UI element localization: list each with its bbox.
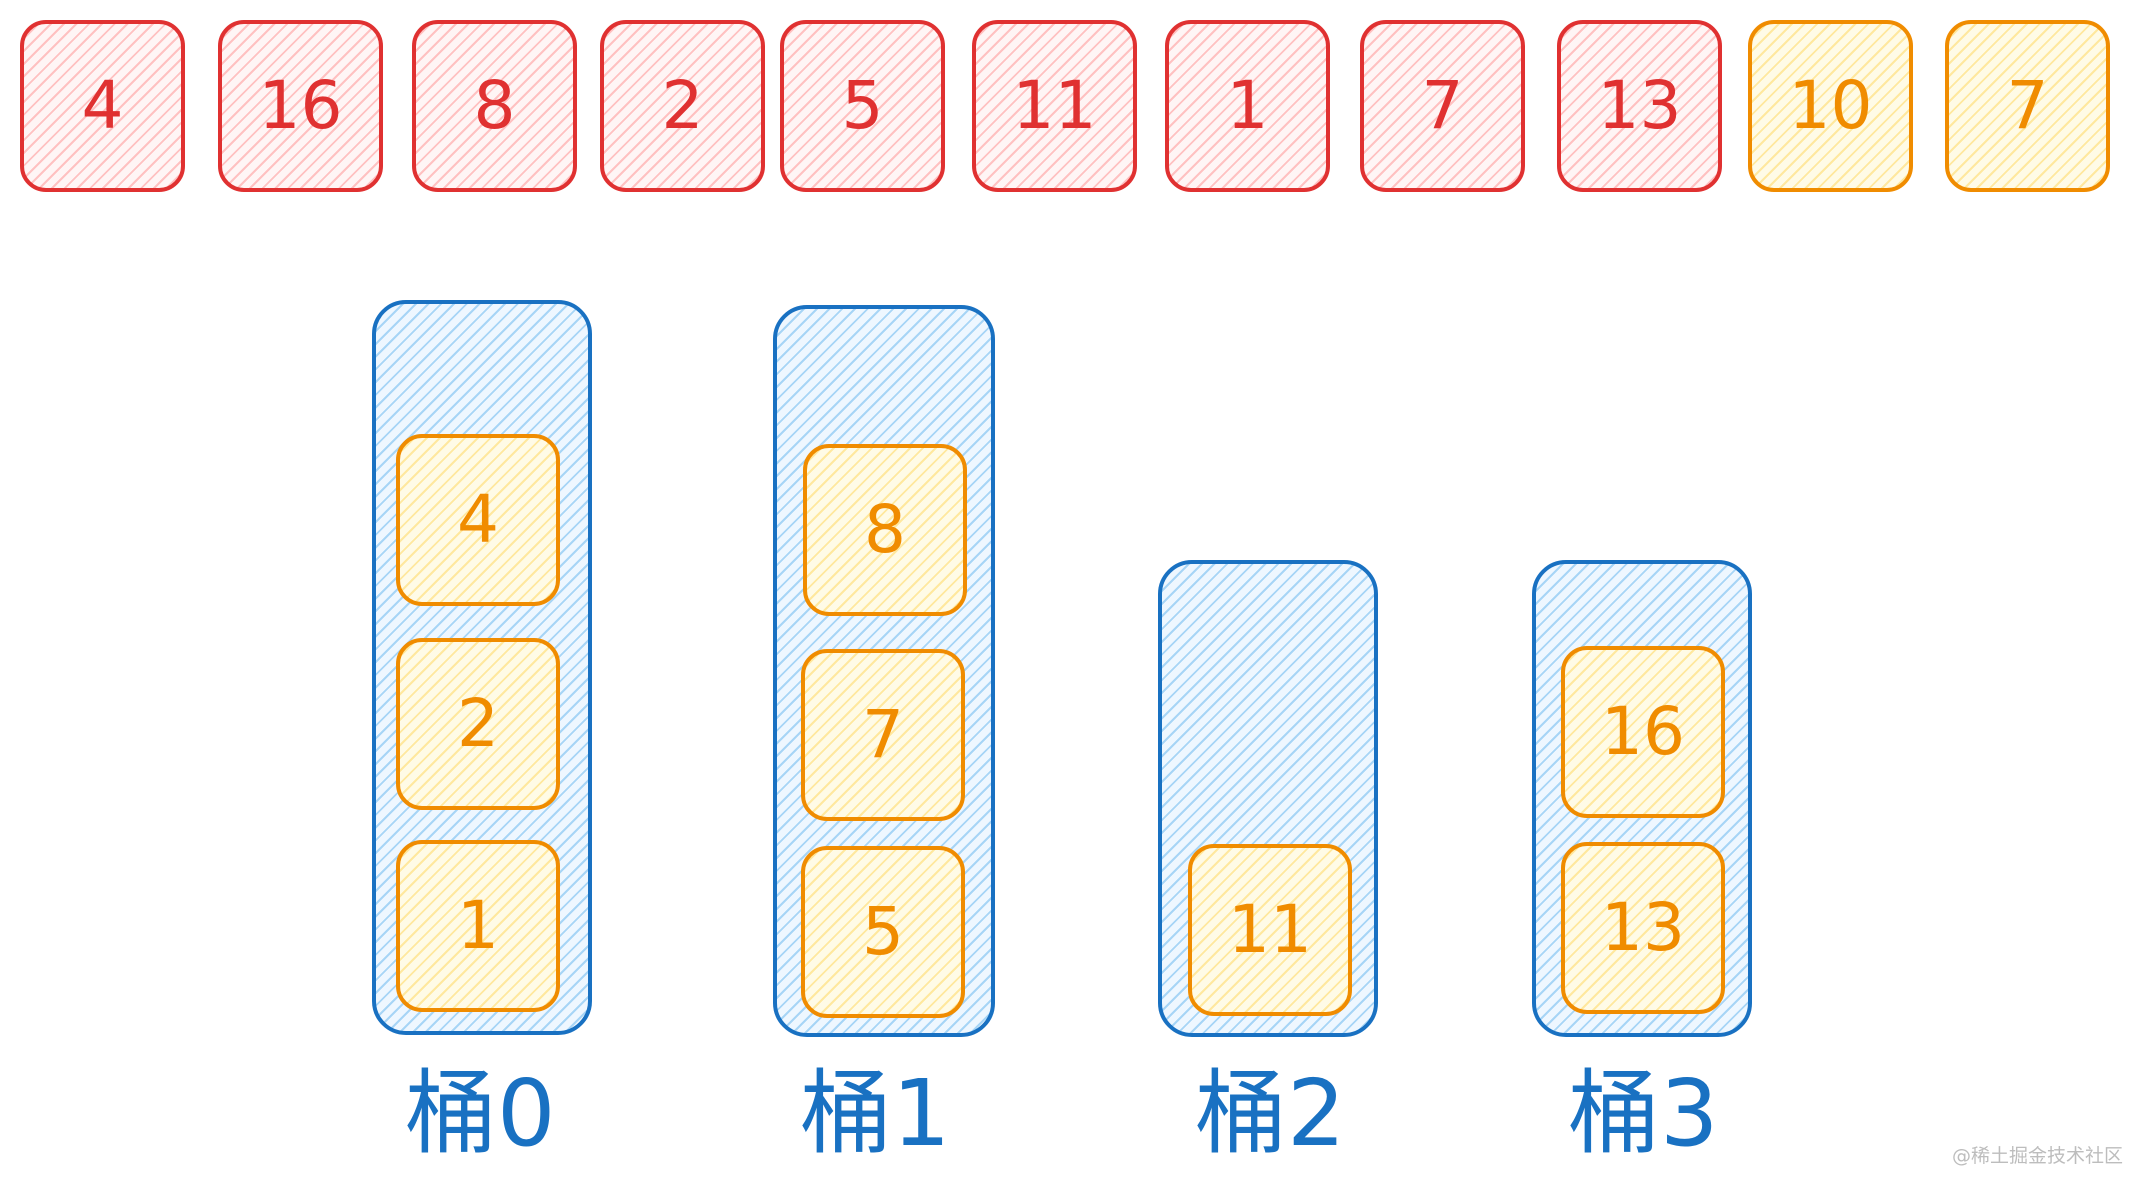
array-item-value: 8 — [473, 67, 516, 144]
bucket-item-value: 7 — [862, 696, 904, 773]
bucket-1: 8 7 5 — [773, 305, 995, 1037]
watermark: @稀土掘金技术社区 — [1951, 1145, 2123, 1167]
array-item-value: 13 — [1597, 67, 1682, 144]
array-item-value: 10 — [1788, 67, 1873, 144]
array-item-value: 7 — [1421, 67, 1464, 144]
bucket-item: 11 — [1188, 844, 1352, 1016]
array-item: 13 — [1557, 20, 1722, 192]
array-item-value: 4 — [81, 67, 124, 144]
bucket-item: 7 — [801, 649, 965, 821]
array-item-highlighted: 10 — [1748, 20, 1913, 192]
bucket-item: 8 — [803, 444, 967, 616]
bucket-item: 13 — [1561, 842, 1725, 1014]
bucket-0: 4 2 1 — [372, 300, 592, 1035]
array-item-value: 2 — [661, 67, 704, 144]
array-item-value: 5 — [841, 67, 884, 144]
bucket-item: 5 — [801, 846, 965, 1018]
bucket-item: 2 — [396, 638, 560, 810]
bucket-item-value: 4 — [457, 481, 499, 558]
bucket-label-1: 桶1 — [800, 1060, 951, 1167]
array-item-value: 11 — [1012, 67, 1097, 144]
array-item-value: 16 — [258, 67, 343, 144]
array-item: 2 — [600, 20, 765, 192]
bucket-label-2: 桶2 — [1195, 1060, 1346, 1167]
array-item: 7 — [1360, 20, 1525, 192]
bucket-item-value: 2 — [457, 685, 499, 762]
bucket-3: 16 13 — [1532, 560, 1752, 1037]
bucket-item-value: 5 — [862, 893, 904, 970]
bucket-item-value: 1 — [457, 887, 499, 964]
bucket-item-value: 8 — [864, 491, 906, 568]
bucket-item: 4 — [396, 434, 560, 606]
bucket-item: 16 — [1561, 646, 1725, 818]
bucket-item-value: 13 — [1601, 889, 1685, 966]
array-item: 16 — [218, 20, 383, 192]
array-item: 1 — [1165, 20, 1330, 192]
array-item: 11 — [972, 20, 1137, 192]
array-item: 5 — [780, 20, 945, 192]
bucket-label-0: 桶0 — [405, 1060, 556, 1167]
bucket-label-3: 桶3 — [1568, 1060, 1719, 1167]
bucket-item-value: 11 — [1228, 891, 1312, 968]
bucket-item-value: 16 — [1601, 693, 1685, 770]
array-item: 4 — [20, 20, 185, 192]
array-item-value: 1 — [1226, 67, 1269, 144]
bucket-2: 11 — [1158, 560, 1378, 1037]
array-item-highlighted: 7 — [1945, 20, 2110, 192]
array-item: 8 — [412, 20, 577, 192]
bucket-item: 1 — [396, 840, 560, 1012]
array-item-value: 7 — [2006, 67, 2049, 144]
